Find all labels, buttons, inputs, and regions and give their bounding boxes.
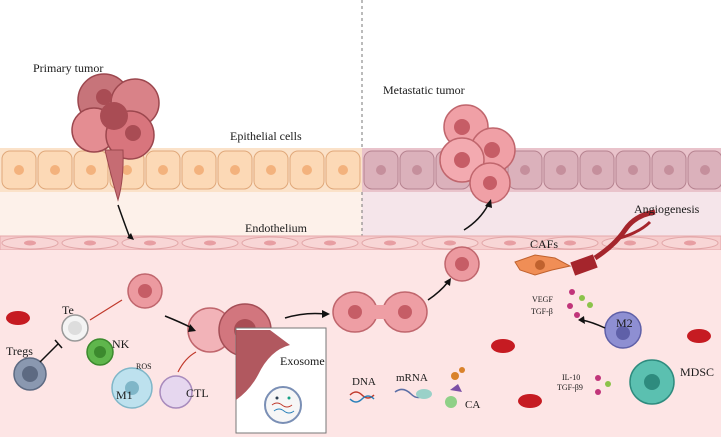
ctl-cell [159, 375, 193, 409]
epithelial-cell [325, 150, 361, 190]
extravasating-tumor-cell [444, 246, 480, 282]
label-cafs: CAFs [530, 237, 559, 251]
epithelial-cell [145, 150, 181, 190]
label-m2: M2 [616, 316, 633, 330]
label-il10: IL-10 [562, 373, 581, 382]
epithelial-cell [615, 150, 651, 190]
endothelial-cell [361, 236, 419, 250]
cytokine-dots [567, 289, 611, 395]
label-ctl: CTL [186, 386, 209, 400]
tregs-cell [13, 357, 47, 391]
endothelial-cell [301, 236, 359, 250]
circulating-tumor-cell [127, 273, 163, 309]
vessel-lumen [0, 250, 721, 437]
te-to-tumor-arrow [89, 299, 123, 321]
left-stroma [0, 190, 362, 240]
endothelial-cell [421, 236, 479, 250]
label-dna: DNA [352, 376, 376, 388]
te-cell [61, 314, 89, 342]
exosome-panel [235, 327, 327, 434]
label-epithelial-cells: Epithelial cells [230, 129, 302, 143]
label-endothelium: Endothelium [245, 221, 307, 235]
label-mdsc: MDSC [680, 365, 715, 379]
label-primary-tumor: Primary tumor [33, 61, 104, 75]
right-upper-area [362, 0, 721, 150]
epithelial-cell [1, 150, 37, 190]
m2-macrophage [604, 311, 642, 349]
red-blood-cells [6, 311, 711, 408]
epithelial-cell [253, 150, 289, 190]
mdsc-cell [629, 359, 675, 405]
tregs-inhibition [39, 343, 59, 363]
endothelial-cell [61, 236, 119, 250]
epithelial-cell [687, 150, 721, 190]
label-nk: NK [112, 337, 130, 351]
metastatic-tumor [439, 104, 516, 204]
epithelial-cell [217, 150, 253, 190]
epithelial-cell [363, 150, 399, 190]
nk-cell [86, 338, 114, 366]
epithelial-cell [73, 150, 109, 190]
mrna-icon [394, 388, 432, 399]
dividing-tumor-cells [332, 291, 428, 333]
endothelial-cell [241, 236, 299, 250]
cafs-cell [514, 254, 572, 276]
endothelial-cell [661, 236, 719, 250]
label-vegf: VEGF [532, 295, 553, 304]
label-metastatic-tumor: Metastatic tumor [383, 83, 465, 97]
epithelial-cell [507, 150, 543, 190]
label-ros: ROS [136, 362, 152, 371]
ctl-attack-arrow [177, 351, 197, 373]
label-tgf-b: TGF-β [531, 307, 553, 316]
ca-icon [445, 367, 465, 408]
epithelial-layer-right [362, 148, 721, 192]
endothelial-cell [121, 236, 179, 250]
label-te: Te [62, 303, 74, 317]
endothelial-cell [1, 236, 59, 250]
cluster-arrow [284, 312, 326, 319]
primary-tumor [71, 73, 160, 202]
epithelial-cell [579, 150, 615, 190]
angiogenesis-vessel [570, 209, 656, 276]
label-angiogenesis: Angiogenesis [634, 202, 700, 216]
dna-icon [349, 391, 375, 403]
m1-macrophage [111, 367, 153, 409]
label-mrna: mRNA [396, 372, 428, 384]
endothelial-cell [181, 236, 239, 250]
epithelial-cell [399, 150, 435, 190]
label-tgf-b9: TGF-β9 [557, 383, 583, 392]
epithelial-cell [651, 150, 687, 190]
epithelial-cell [543, 150, 579, 190]
epithelial-cell [37, 150, 73, 190]
label-m1: M1 [116, 388, 133, 402]
label-ca: CA [465, 399, 481, 411]
epithelial-layer-left [0, 148, 362, 192]
label-exosome: Exosome [280, 354, 325, 368]
epithelial-cell [181, 150, 217, 190]
label-tregs: Tregs [6, 344, 33, 358]
endothelial-cell [541, 236, 599, 250]
endothelial-cell [481, 236, 539, 250]
extravasation-arrow [463, 204, 489, 231]
right-stroma [362, 190, 721, 240]
left-upper-area [0, 0, 362, 150]
endothelium-layer [0, 235, 721, 251]
epithelial-cell [289, 150, 325, 190]
